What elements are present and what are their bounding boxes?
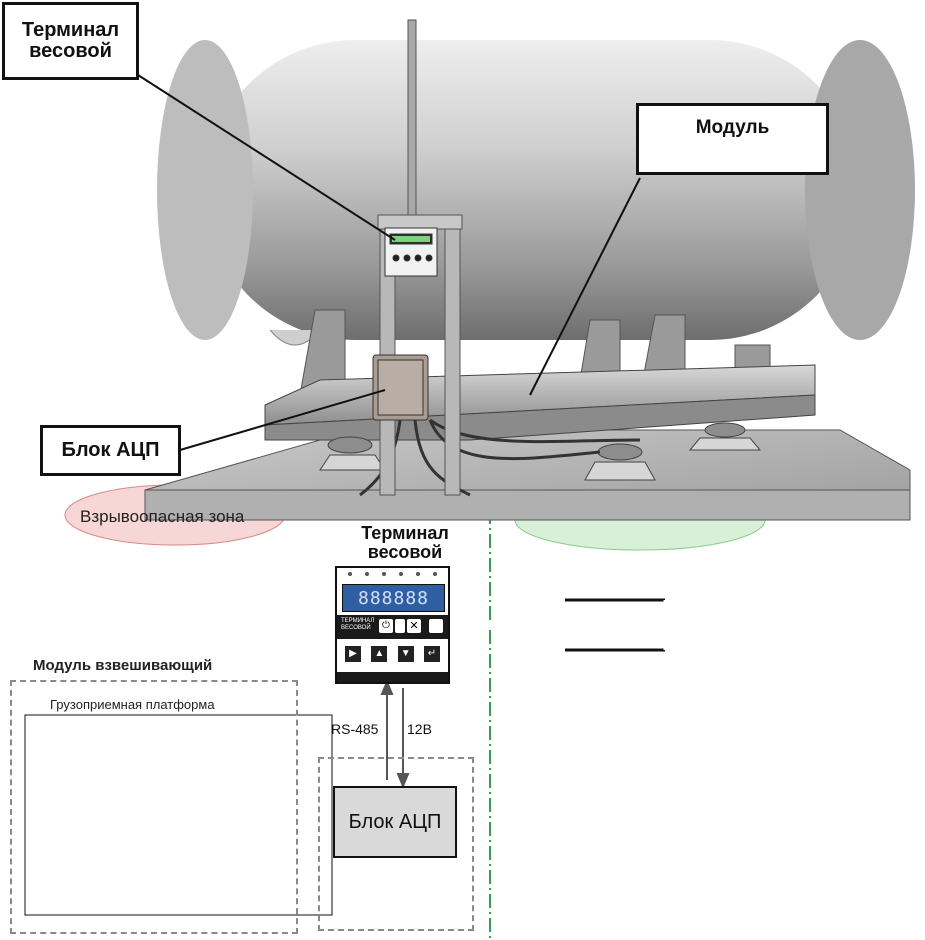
terminal-title: Терминал весовой: [335, 524, 475, 562]
indicator-row: [342, 572, 443, 578]
safe-zone-device: [470, 598, 667, 652]
adc-block-label: Блок АЦП: [348, 810, 442, 833]
terminal-title-line-1: Терминал: [361, 523, 449, 543]
terminal-display: 888888: [342, 584, 445, 612]
cancel-button[interactable]: ✕: [407, 619, 421, 633]
terminal-brand: ТЕРМИНАЛ ВЕСОВОЙ: [341, 618, 374, 631]
label-terminal: Терминал весовой: [2, 2, 139, 80]
terminal-adc-arrows: [380, 679, 410, 789]
module-group-label: Модуль взвешивающий: [33, 657, 213, 674]
load-cells: [319, 422, 762, 481]
adc-enclosure: [372, 354, 429, 421]
tank: [157, 40, 915, 346]
rs485-label: RS-485: [331, 721, 379, 737]
tare-button[interactable]: [395, 619, 405, 633]
enter-icon[interactable]: ↵: [423, 646, 440, 662]
right-icon[interactable]: ▶: [345, 646, 361, 662]
label-adc: Блок АЦП: [40, 425, 181, 476]
terminal-title-line-2: весовой: [367, 541, 443, 562]
power-button[interactable]: ⏻: [379, 619, 393, 633]
terminal-display-value: 888888: [357, 587, 430, 609]
label-terminal-line-1: Терминал: [21, 19, 120, 41]
hazard-zone-label: Взрывоопасная зона: [80, 507, 245, 526]
terminal-brand-line-1: ТЕРМИНАЛ: [341, 618, 375, 624]
terminal-brand-strip: ТЕРМИНАЛ ВЕСОВОЙ ⏻ ✕: [337, 615, 448, 639]
leader-lines: [137, 74, 641, 451]
nav-buttons: ▶ ▲ ▼ ↵: [345, 646, 440, 664]
up-icon[interactable]: ▲: [371, 646, 388, 662]
menu-button[interactable]: [429, 619, 443, 633]
platform-label: Грузоприемная платформа: [50, 697, 215, 712]
terminal-bottom-strip: [337, 672, 448, 682]
base-plate: [144, 429, 911, 521]
label-module: Модуль: [636, 103, 829, 175]
v12-label: 12В: [407, 721, 432, 737]
terminal-panel: 888888 ТЕРМИНАЛ ВЕСОВОЙ ⏻ ✕ ▶ ▲ ▼ ↵: [335, 566, 450, 684]
module-group-box: [10, 680, 298, 934]
adc-block: Блок АЦП: [333, 786, 457, 858]
adc-group-box: [318, 757, 474, 931]
terminal-brand-line-2: ВЕСОВОЙ: [341, 624, 371, 631]
label-terminal-line-2: весовой: [29, 40, 112, 62]
label-adc-text: Блок АЦП: [61, 439, 160, 461]
mast-terminal: [384, 227, 438, 277]
down-icon[interactable]: ▼: [397, 646, 414, 662]
label-module-text: Модуль: [695, 117, 770, 138]
